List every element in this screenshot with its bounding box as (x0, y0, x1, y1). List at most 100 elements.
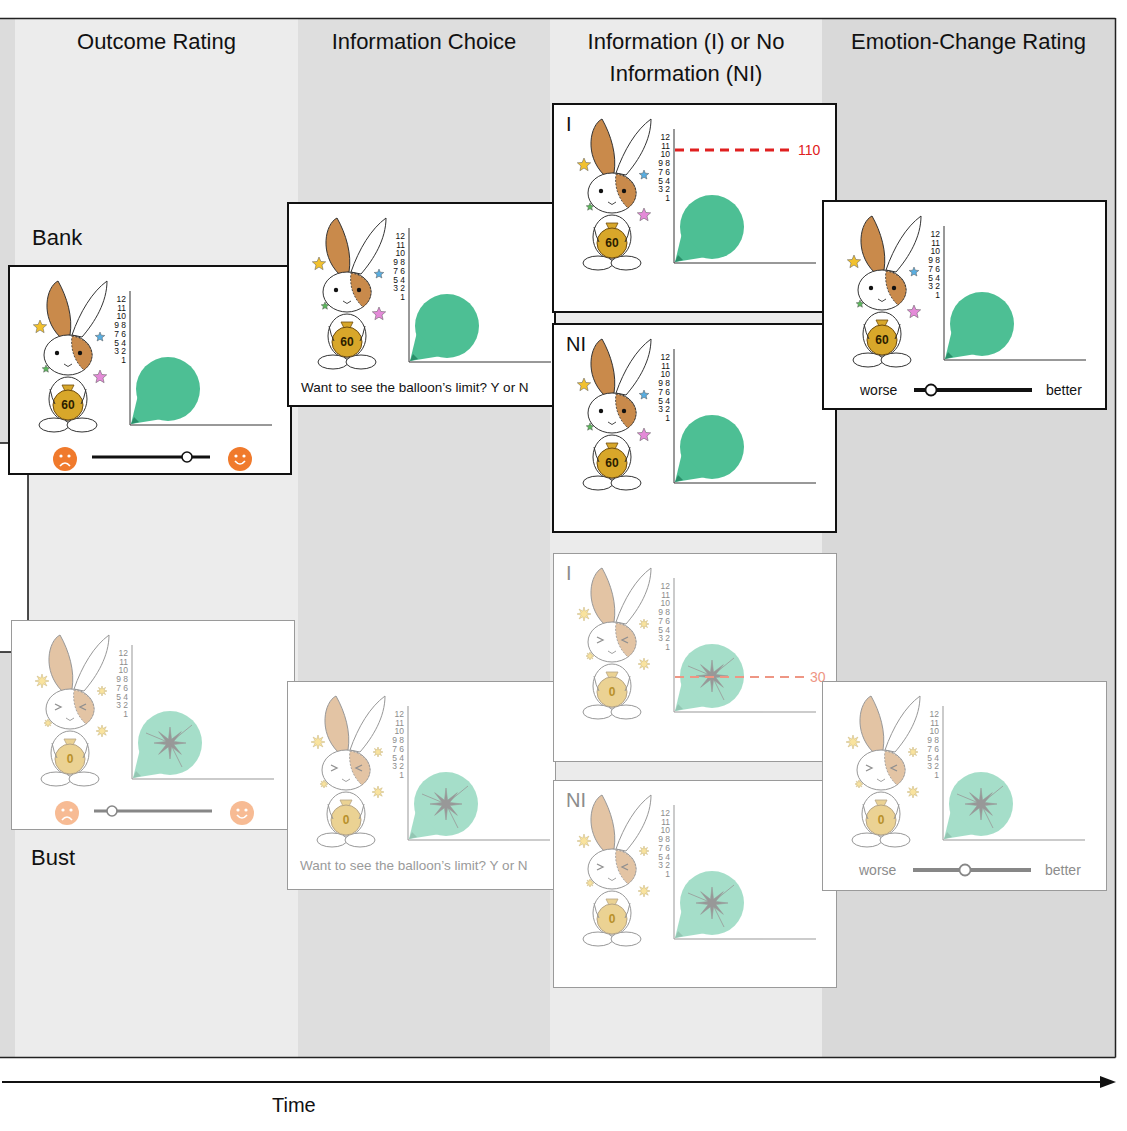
drawn-ellipse (863, 312, 901, 356)
drawn-polygon (410, 354, 418, 361)
drawn-path (235, 461, 245, 464)
drawn-ellipse (593, 435, 631, 479)
drawn-path (688, 658, 734, 700)
drawn-path (625, 227, 630, 242)
drawn-circle (236, 808, 239, 811)
drawn-polygon (312, 257, 325, 270)
drawn-circle (228, 447, 252, 471)
axis-numbers: 12 11 10 9 8 7 6 5 4 3 2 1 (655, 133, 670, 203)
money-amount: 60 (597, 235, 627, 251)
drawn-path (943, 706, 1085, 840)
drawn-polygon (675, 475, 683, 482)
bust-screen-panel: NI12 11 10 9 8 7 6 5 4 3 2 10 (553, 780, 837, 988)
bust-screen-panel: 12 11 10 9 8 7 6 5 4 3 2 10Bust (11, 620, 295, 830)
drawn-polygon (846, 735, 860, 749)
outcome-label: Bank (32, 225, 82, 251)
left-strip (0, 18, 15, 1057)
drawn-ellipse (317, 833, 347, 847)
drawn-polygon (675, 255, 683, 262)
drawn-circle (597, 448, 627, 478)
drawn-path (895, 324, 900, 339)
drawn-circle (230, 801, 254, 825)
drawn-path (878, 299, 886, 302)
drawn-path (594, 447, 599, 462)
condition-tag: NI (566, 332, 586, 356)
drawn-path (886, 271, 906, 305)
drawn-ellipse (611, 705, 641, 719)
drawn-path (594, 676, 599, 691)
drawn-path (591, 568, 615, 624)
bank-screen-panel: 12 11 10 9 8 7 6 5 4 3 2 160worsebetter (822, 200, 1107, 410)
drawn-path (329, 326, 334, 341)
drawn-circle (53, 390, 83, 420)
drawn-circle (960, 865, 971, 876)
drawn-path (861, 216, 885, 272)
drawn-path (864, 324, 869, 339)
drawn-path (146, 725, 192, 767)
drawn-path (132, 645, 274, 779)
drawn-path (66, 718, 74, 721)
drawn-path (594, 903, 599, 918)
money-amount: 60 (597, 455, 627, 471)
drawn-line (675, 676, 806, 678)
drawn-path (72, 336, 92, 370)
drawn-polygon (945, 330, 976, 359)
time-axis-label: Time (272, 1093, 316, 1117)
drawn-polygon (133, 771, 141, 778)
drawn-path (674, 578, 816, 712)
drawn-polygon (577, 607, 591, 621)
scale-end-label: worse (859, 861, 896, 879)
drawn-ellipse (345, 833, 375, 847)
drawn-ellipse (39, 418, 69, 432)
drawn-path (616, 394, 636, 428)
rabbit-balloon-illustration (554, 554, 838, 763)
drawn-polygon (93, 370, 106, 383)
axis-numbers: 12 11 10 9 8 7 6 5 4 3 2 1 (924, 710, 939, 780)
money-amount: 60 (867, 332, 897, 348)
bank-screen-panel: 12 11 10 9 8 7 6 5 4 3 2 160Want to see … (287, 202, 556, 407)
drawn-polygon (577, 378, 590, 391)
drawn-path (885, 751, 905, 785)
drawn-circle (926, 385, 937, 396)
rabbit-balloon-illustration (554, 105, 839, 315)
drawn-path (885, 696, 920, 752)
axis-numbers: 12 11 10 9 8 7 6 5 4 3 2 1 (655, 353, 670, 423)
drawn-ellipse (588, 849, 636, 889)
drawn-polyline (866, 765, 872, 771)
drawn-polygon (907, 786, 919, 798)
column-heading: Emotion-Change Rating (826, 26, 1111, 58)
drawn-polygon (944, 832, 952, 839)
drawn-ellipse (588, 622, 636, 662)
drawn-polygon (908, 747, 918, 757)
drawn-path (72, 281, 107, 337)
drawn-path (608, 202, 616, 205)
drawn-path (616, 119, 651, 175)
drawn-ellipse (881, 353, 911, 367)
drawn-ellipse (46, 689, 94, 729)
drawn-path (62, 817, 72, 820)
drawn-path (50, 389, 55, 404)
rabbit-balloon-illustration (823, 682, 1108, 892)
drawn-ellipse (857, 750, 905, 790)
drawn-polygon (675, 453, 706, 482)
money-amount: 0 (866, 812, 896, 828)
drawn-path (894, 804, 899, 819)
drawn-path (409, 228, 551, 362)
rabbit-balloon-illustration (824, 202, 1109, 412)
rabbit-balloon-illustration (289, 204, 558, 409)
drawn-ellipse (583, 476, 613, 490)
drawn-circle (622, 189, 626, 193)
choice-prompt: Want to see the balloon’s limit? Y or N (301, 379, 529, 397)
drawn-ellipse (51, 731, 89, 775)
drawn-ellipse (69, 772, 99, 786)
bust-screen-panel: 12 11 10 9 8 7 6 5 4 3 2 10Want to see t… (287, 681, 556, 890)
drawn-polyline (597, 637, 603, 643)
drawn-circle (892, 286, 896, 290)
drawn-polygon (638, 658, 650, 670)
drawn-polygon (675, 704, 683, 711)
drawn-circle (599, 189, 603, 193)
drawn-circle (867, 325, 897, 355)
axis-numbers: 12 11 10 9 8 7 6 5 4 3 2 1 (925, 230, 940, 300)
drawn-path (608, 422, 616, 425)
